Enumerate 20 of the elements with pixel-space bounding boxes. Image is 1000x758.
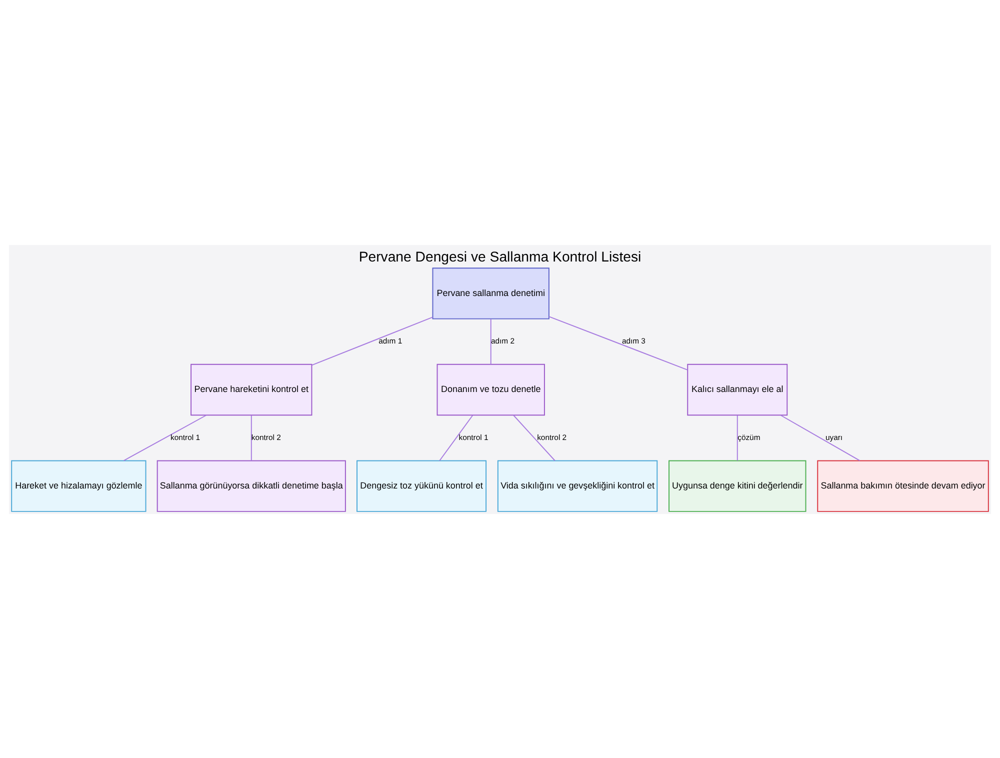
diagram-title: Pervane Dengesi ve Sallanma Kontrol Listesi [358,248,642,264]
node-box: Pervane sallanma denetimi [432,267,550,319]
connector [513,414,556,461]
node-box: Donanım ve tozu denetle [436,363,545,416]
connector [250,414,252,461]
connector [490,318,492,364]
connector [780,414,860,461]
node-box: Vida sıkılığını ve gevşekliğini kontrol et [497,460,658,512]
connector [736,414,738,461]
node-box: Pervane hareketini kontrol et [190,363,312,416]
connector [123,414,207,461]
connector [439,414,474,461]
node-box: Kalıcı sallanmayı ele al [687,363,788,416]
node-box: Sallanma bakımın ötesinde devam ediyor [817,460,989,512]
node-box: Dengesiz toz yükünü kontrol et [356,460,487,512]
connector [311,316,434,366]
node-box: Sallanma görünüyorsa dikkatli denetime başla [156,460,346,512]
connector [548,316,688,370]
node-box: Uygunsa denge kitini değerlendir [668,460,806,512]
node-box: Hareket ve hizalamayı gözlemle [11,460,146,512]
